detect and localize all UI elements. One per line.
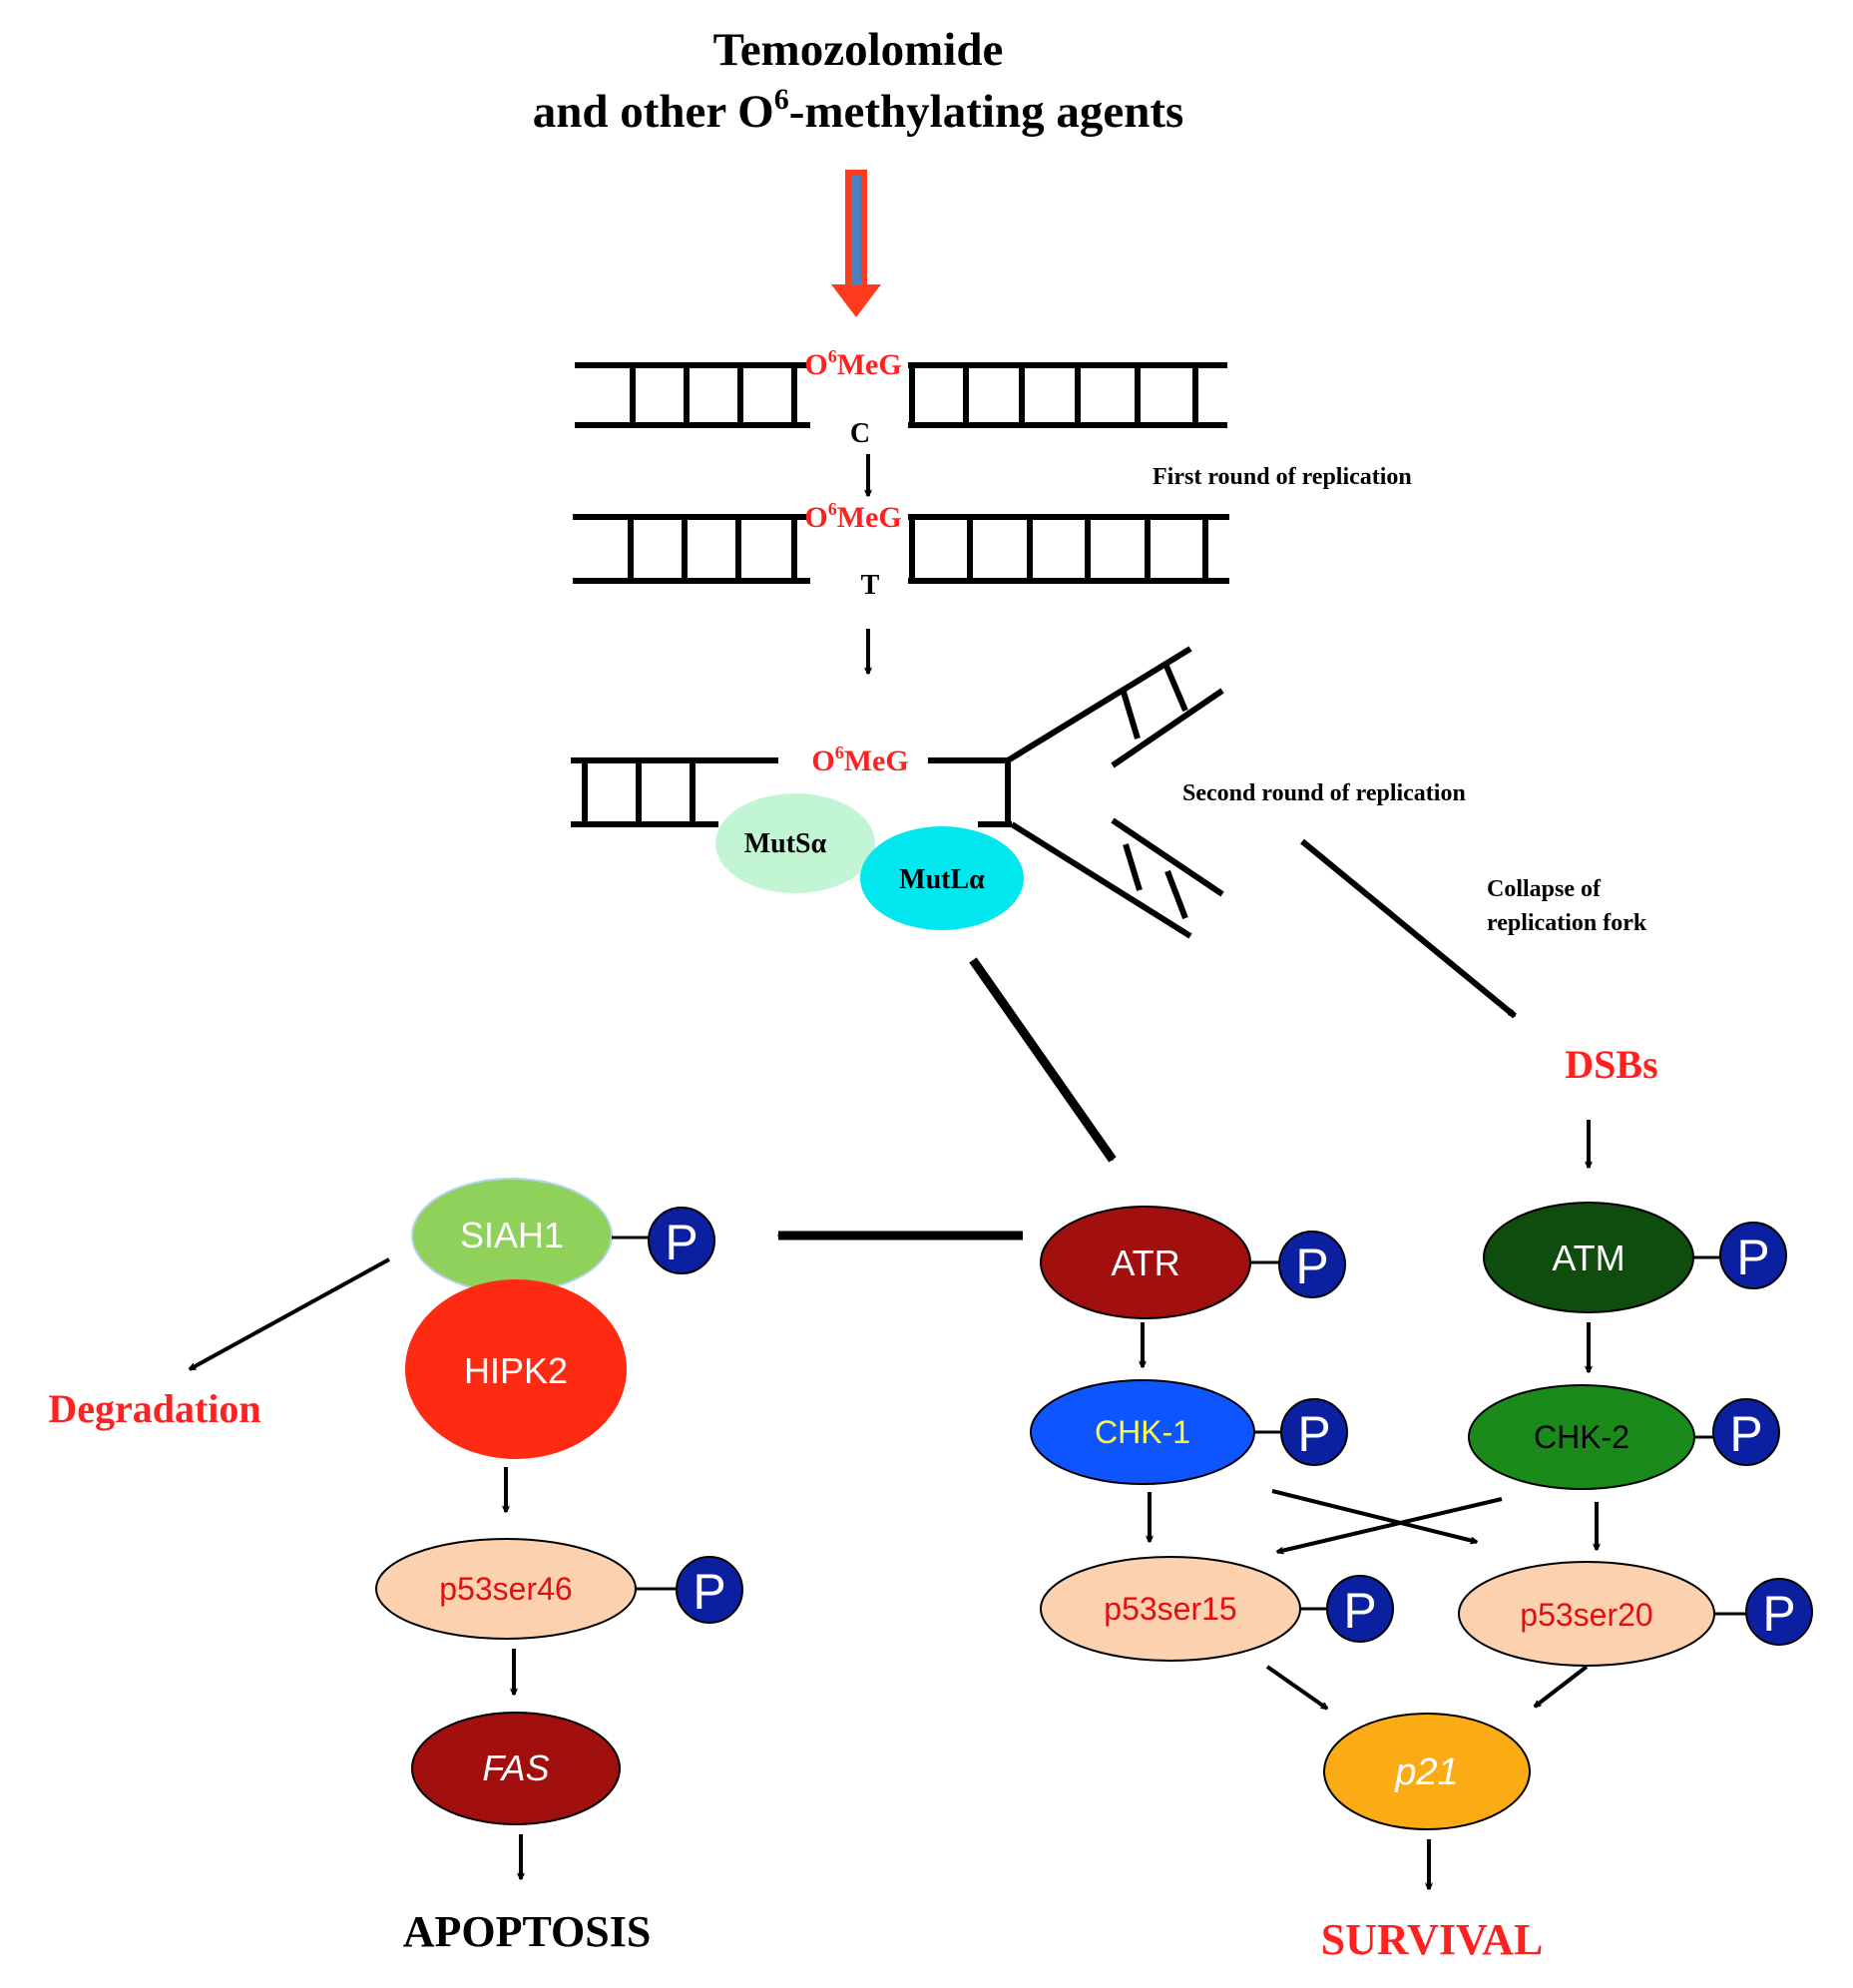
atr-phospho-label: P: [1295, 1239, 1328, 1294]
siah1-phospho-icon: [648, 1207, 715, 1274]
fas-node: [411, 1712, 621, 1825]
p53ser15-label: p53ser15: [1104, 1591, 1236, 1627]
first-round-label: First round of replication: [1153, 464, 1412, 490]
p53ser20-label: p53ser20: [1520, 1597, 1652, 1633]
dsbs-label: DSBs: [1565, 1042, 1657, 1087]
p53ser46-phospho-label: P: [693, 1564, 725, 1620]
p21-node: [1323, 1713, 1531, 1830]
mutl-alpha-node: [860, 826, 1024, 930]
base-t-label: T: [861, 570, 880, 601]
atr-phospho-icon: [1278, 1231, 1346, 1298]
lesion-label-2: O6MeG: [804, 499, 901, 534]
arrow-p53ser20-to-p21: [1535, 1665, 1589, 1709]
p53ser15-phospho-icon: [1326, 1575, 1394, 1643]
p21-label: p21: [1394, 1751, 1458, 1793]
dna-duplex-2: [573, 514, 1229, 584]
atr-label: ATR: [1111, 1242, 1179, 1283]
chk1-phospho-icon: [1280, 1398, 1348, 1466]
arrow-to-dsbs: [1300, 838, 1517, 1019]
siah1-phospho-label: P: [665, 1215, 697, 1270]
arrow-chk2-to-p53ser15: [1277, 1497, 1503, 1552]
title-line-1: Temozolomide: [713, 24, 1004, 76]
second-round-label: Second round of replication: [1182, 780, 1466, 806]
collapse-label-2: replication fork: [1487, 910, 1647, 936]
dna-duplex-1: [575, 362, 1227, 428]
chk1-label: CHK-1: [1095, 1414, 1190, 1450]
p53ser46-phospho-icon: [676, 1556, 743, 1624]
lesion-label-3: O6MeG: [811, 743, 908, 777]
fas-label: FAS: [482, 1747, 549, 1788]
apoptosis-label: APOPTOSIS: [403, 1907, 652, 1956]
mutl-alpha-label: MutLα: [899, 864, 985, 895]
hipk2-node: [405, 1279, 627, 1459]
base-c-label: C: [850, 418, 870, 449]
p53ser15-phospho-label: P: [1343, 1583, 1376, 1639]
muts-alpha-node: [715, 793, 875, 893]
survival-label: SURVIVAL: [1321, 1915, 1544, 1964]
atm-phospho-label: P: [1736, 1230, 1769, 1285]
chk2-phospho-label: P: [1729, 1406, 1762, 1462]
collapse-label-1: Collapse of: [1487, 876, 1602, 902]
arrow-p53ser15-to-p21: [1265, 1665, 1327, 1711]
muts-alpha-label: MutSα: [744, 828, 827, 859]
chk2-phospho-icon: [1712, 1398, 1780, 1466]
siah1-label: SIAH1: [460, 1215, 564, 1255]
chk1-phospho-label: P: [1297, 1406, 1330, 1462]
degradation-label: Degradation: [48, 1386, 260, 1431]
drug-arrow: [831, 170, 881, 317]
p53ser20-phospho-icon: [1745, 1578, 1813, 1646]
p53ser46-label: p53ser46: [439, 1571, 572, 1607]
p53ser20-phospho-label: P: [1762, 1586, 1795, 1642]
atm-phospho-icon: [1719, 1222, 1787, 1289]
arrow-mmr-to-atr: [969, 957, 1117, 1163]
replication-fork: [571, 646, 1224, 939]
lesion-label-1: O6MeG: [804, 346, 901, 381]
chk2-label: CHK-2: [1534, 1419, 1629, 1455]
title-line-2: and other O6-methylating agents: [533, 83, 1184, 138]
hipk2-label: HIPK2: [464, 1350, 568, 1391]
arrow-siah1-to-degradation: [190, 1257, 390, 1371]
atm-label: ATM: [1552, 1238, 1624, 1278]
arrow-chk1-to-p53ser20: [1271, 1489, 1477, 1542]
